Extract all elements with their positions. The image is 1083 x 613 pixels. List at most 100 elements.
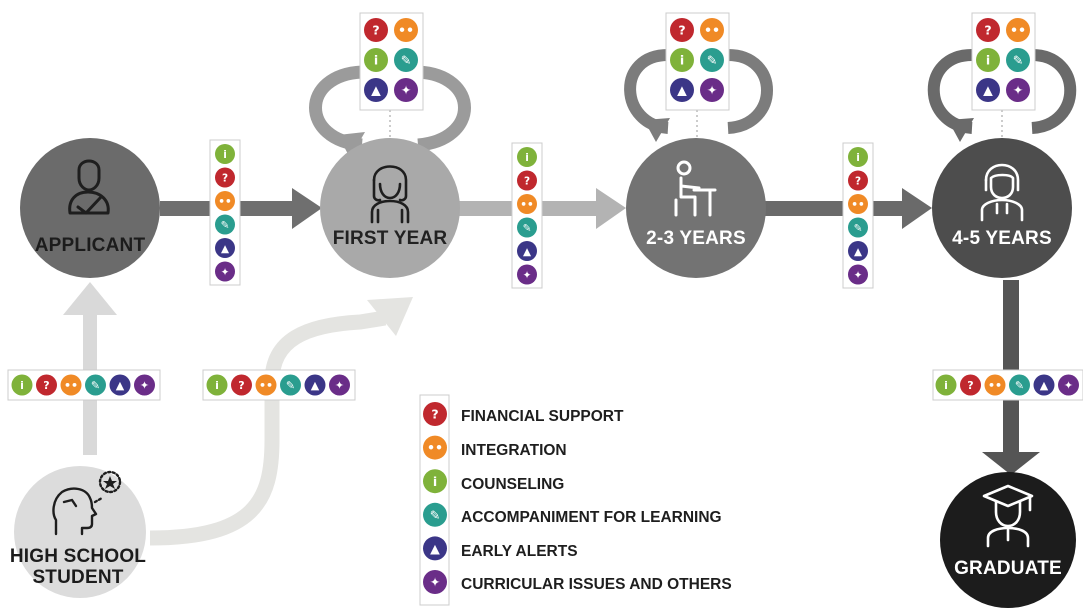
node-high-school-label-line1: HIGH SCHOOL <box>10 546 146 567</box>
svg-text:✎: ✎ <box>91 379 100 392</box>
hand-question-icon: ? <box>423 402 447 426</box>
svg-text:✎: ✎ <box>430 507 441 522</box>
alarm-bell-icon: ▲ <box>848 241 868 261</box>
hand-question-icon: ? <box>848 170 868 191</box>
svg-text:i: i <box>433 474 437 489</box>
info-person-icon: i <box>976 48 1000 72</box>
svg-text:?: ? <box>431 407 438 422</box>
svg-text:▲: ▲ <box>430 541 440 556</box>
svg-text:▲: ▲ <box>371 83 381 98</box>
info-person-icon: i <box>11 374 33 396</box>
alarm-bell-icon: ▲ <box>109 374 131 396</box>
info-person-icon: i <box>848 147 868 167</box>
svg-text:••: •• <box>988 379 1002 392</box>
alarm-bell-icon: ▲ <box>364 78 388 102</box>
svg-text:✎: ✎ <box>221 219 230 231</box>
svg-text:▲: ▲ <box>523 246 532 258</box>
people-icon: •• <box>215 191 235 211</box>
legend-label-financial: FINANCIAL SUPPORT <box>461 408 624 425</box>
student-at-desk-icon <box>674 160 717 217</box>
person-with-checkmark-icon <box>68 159 110 215</box>
learning-icon: ✎ <box>700 48 724 72</box>
svg-text:✦: ✦ <box>523 269 532 281</box>
svg-text:••: •• <box>64 379 78 392</box>
arrows-icon: ✦ <box>215 261 235 282</box>
learning-icon: ✎ <box>394 48 418 72</box>
node-applicant-label: APPLICANT <box>35 235 146 256</box>
connectors <box>63 49 1077 546</box>
hand-question-icon: ? <box>215 167 235 188</box>
people-icon: •• <box>700 18 724 42</box>
alarm-bell-icon: ▲ <box>215 238 235 258</box>
legend-label-accompaniment: ACCOMPANIMENT FOR LEARNING <box>461 509 722 526</box>
svg-text:?: ? <box>524 175 530 187</box>
graduate-cap-icon <box>982 484 1034 548</box>
svg-text:?: ? <box>678 23 685 38</box>
svg-text:✦: ✦ <box>707 83 718 98</box>
legend-label-integration: INTEGRATION <box>461 442 567 459</box>
people-icon: •• <box>394 18 418 42</box>
svg-text:✎: ✎ <box>1013 53 1024 68</box>
arrows-icon: ✦ <box>134 374 155 396</box>
info-person-icon: i <box>517 147 537 167</box>
svg-text:▲: ▲ <box>1040 379 1049 392</box>
hand-question-icon: ? <box>364 18 388 42</box>
svg-text:i: i <box>986 53 990 68</box>
svg-text:?: ? <box>984 23 991 38</box>
connector-years23-years45 <box>765 201 905 216</box>
svg-text:?: ? <box>238 379 244 392</box>
hand-question-icon: ? <box>976 18 1000 42</box>
arrowhead-years45 <box>902 188 932 229</box>
svg-text:✦: ✦ <box>854 269 863 281</box>
legend-box <box>419 394 450 606</box>
svg-text:i: i <box>20 379 24 392</box>
svg-text:••: •• <box>259 379 273 392</box>
svg-text:✎: ✎ <box>707 53 718 68</box>
learning-icon: ✎ <box>1009 374 1030 396</box>
people-icon: •• <box>848 194 868 214</box>
info-person-icon: i <box>364 48 388 72</box>
connector-years45-graduate <box>1003 280 1019 455</box>
student-with-hoodie-icon <box>980 163 1024 222</box>
young-woman-icon <box>370 165 410 224</box>
learning-icon: ✎ <box>1006 48 1030 72</box>
node-high-school-student: HIGH SCHOOL STUDENT <box>10 466 146 598</box>
svg-text:?: ? <box>372 23 379 38</box>
info-person-icon: i <box>670 48 694 72</box>
arrows-icon: ✦ <box>1058 374 1079 396</box>
arrows-icon: ✦ <box>423 570 447 594</box>
svg-text:••: •• <box>851 199 864 211</box>
node-years-4-5-label: 4-5 YEARS <box>952 228 1052 249</box>
svg-text:i: i <box>374 53 378 68</box>
panel-strip-years23-years45 <box>842 142 874 289</box>
legend: ?••i✎▲✦ FINANCIAL SUPPORT INTEGRATION CO… <box>419 394 732 606</box>
svg-text:i: i <box>680 53 684 68</box>
hand-question-icon: ? <box>517 170 537 191</box>
people-icon: •• <box>60 374 82 396</box>
alarm-bell-icon: ▲ <box>304 374 326 396</box>
info-person-icon: i <box>206 374 228 396</box>
svg-text:?: ? <box>855 175 861 187</box>
people-icon: •• <box>984 374 1006 396</box>
svg-text:✎: ✎ <box>523 222 532 234</box>
people-icon: •• <box>517 194 537 214</box>
node-graduate: GRADUATE <box>940 472 1076 608</box>
info-person-icon: i <box>215 144 235 164</box>
people-icon: •• <box>1006 18 1030 42</box>
arrowhead-firstyear-from-highschool <box>367 297 413 336</box>
thinking-head-star-icon <box>52 470 122 536</box>
svg-text:••: •• <box>427 440 443 455</box>
svg-text:✦: ✦ <box>401 83 412 98</box>
alarm-bell-icon: ▲ <box>1033 374 1055 396</box>
arrows-icon: ✦ <box>329 374 350 396</box>
svg-text:✦: ✦ <box>221 266 230 278</box>
hand-question-icon: ? <box>670 18 694 42</box>
arrows-icon: ✦ <box>517 264 537 285</box>
hand-question-icon: ? <box>960 374 981 396</box>
info-person-icon: i <box>935 374 957 396</box>
svg-text:✦: ✦ <box>1064 379 1073 392</box>
svg-text:••: •• <box>520 199 533 211</box>
svg-text:i: i <box>856 152 860 164</box>
svg-text:✎: ✎ <box>854 222 863 234</box>
